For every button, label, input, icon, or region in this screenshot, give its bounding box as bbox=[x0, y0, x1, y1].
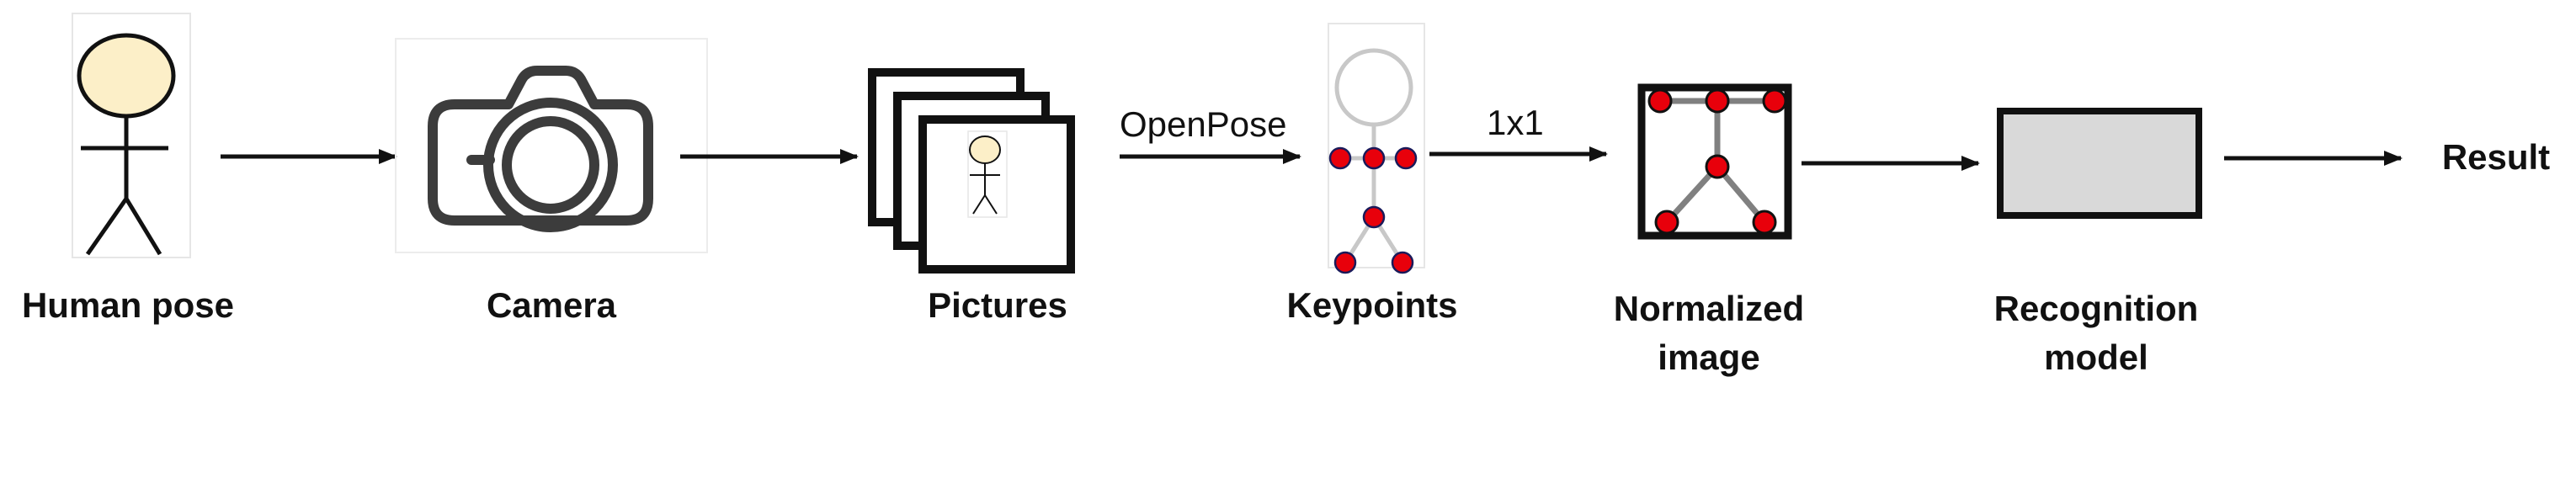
pictures-label: Pictures bbox=[928, 285, 1067, 325]
normalized-image-label: Normalized image bbox=[1583, 284, 1835, 382]
keypoint bbox=[1654, 210, 1679, 235]
normalized-image-label-line2: image bbox=[1658, 337, 1760, 377]
recognition-model-box bbox=[1997, 108, 2202, 219]
keypoint bbox=[1752, 210, 1777, 235]
camera-icon bbox=[395, 38, 708, 253]
recognition-model-label: Recognition model bbox=[1970, 284, 2222, 382]
pictures-stack-icon bbox=[868, 68, 1075, 274]
normalized-image-icon bbox=[1637, 83, 1792, 240]
keypoints-label: Keypoints bbox=[1286, 285, 1458, 325]
keypoint bbox=[1362, 146, 1386, 170]
keypoint bbox=[1362, 205, 1386, 229]
keypoint bbox=[1705, 154, 1730, 179]
recognition-model-label-line2: model bbox=[2044, 337, 2148, 377]
keypoint bbox=[1762, 88, 1787, 114]
normalized-image-label-line1: Normalized bbox=[1613, 289, 1805, 328]
human-pose-figure bbox=[72, 13, 191, 258]
keypoint bbox=[1333, 251, 1357, 274]
keypoint bbox=[1328, 146, 1352, 170]
one-by-one-edge-label: 1x1 bbox=[1487, 103, 1544, 142]
result-label: Result bbox=[2441, 137, 2551, 177]
mini-human-figure bbox=[967, 130, 1008, 218]
openpose-edge-label: OpenPose bbox=[1120, 104, 1287, 144]
human-pose-label: Human pose bbox=[21, 285, 235, 325]
keypoint bbox=[1647, 88, 1673, 114]
keypoint bbox=[1394, 146, 1418, 170]
camera-label: Camera bbox=[486, 285, 617, 325]
keypoint bbox=[1391, 251, 1414, 274]
keypoints-skeleton bbox=[1328, 23, 1425, 274]
recognition-model-label-line1: Recognition bbox=[1993, 289, 2199, 328]
keypoint bbox=[1705, 88, 1730, 114]
